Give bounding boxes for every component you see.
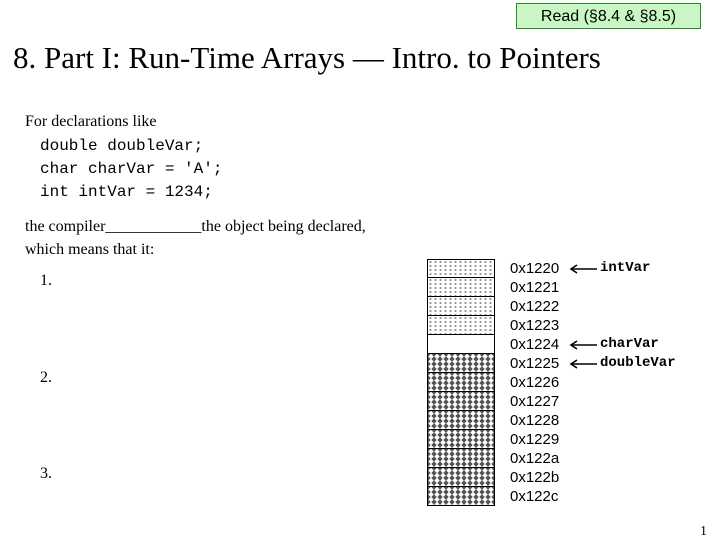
memory-cell xyxy=(427,449,495,468)
memory-cell xyxy=(427,354,495,373)
memory-address-label: 0x1229 xyxy=(510,431,560,448)
memory-cell xyxy=(427,468,495,487)
memory-address-label: 0x1222 xyxy=(510,298,560,315)
left-arrow-icon xyxy=(569,340,597,350)
memory-cell xyxy=(427,411,495,430)
intro-text: For declarations like xyxy=(25,113,157,130)
memory-cell xyxy=(427,316,495,335)
numbered-item-3: 3. xyxy=(40,465,52,482)
variable-label: intVar xyxy=(600,260,651,276)
memory-cell xyxy=(427,259,495,278)
compiler-paragraph: the compiler____________the object being… xyxy=(25,218,366,258)
memory-address-label: 0x1225 xyxy=(510,355,560,372)
numbered-item-1: 1. xyxy=(40,272,52,289)
memory-cell xyxy=(427,392,495,411)
memory-cell xyxy=(427,335,495,354)
memory-address-label: 0x1221 xyxy=(510,279,560,296)
memory-cell xyxy=(427,297,495,316)
slide-title: 8. Part I: Run-Time Arrays — Intro. to P… xyxy=(13,40,601,75)
variable-label: charVar xyxy=(600,336,659,352)
memory-address-label: 0x1227 xyxy=(510,393,560,410)
memory-address-label: 0x1223 xyxy=(510,317,560,334)
memory-cell xyxy=(427,278,495,297)
page-number: 1 xyxy=(700,524,707,539)
memory-cell xyxy=(427,373,495,392)
memory-address-label: 0x1228 xyxy=(510,412,560,429)
code-block: double doubleVar; char charVar = 'A'; int … xyxy=(40,135,222,204)
memory-address-label: 0x122a xyxy=(510,450,560,467)
code-line-double: double doubleVar; xyxy=(40,137,204,155)
left-arrow-icon xyxy=(569,264,597,274)
variable-label: doubleVar xyxy=(600,355,676,371)
memory-cell xyxy=(427,430,495,449)
left-arrow-icon xyxy=(569,359,597,369)
memory-address-label: 0x122c xyxy=(510,488,559,505)
reading-reference-box: Read (§8.4 & §8.5) xyxy=(516,3,701,29)
code-line-int: int intVar = 1234; xyxy=(40,183,213,201)
memory-address-label: 0x1226 xyxy=(510,374,560,391)
memory-cell xyxy=(427,487,495,506)
memory-address-label: 0x1220 xyxy=(510,260,560,277)
memory-address-label: 0x1224 xyxy=(510,336,560,353)
memory-address-label: 0x122b xyxy=(510,469,560,486)
numbered-item-2: 2. xyxy=(40,369,52,386)
code-line-char: char charVar = 'A'; xyxy=(40,160,223,178)
